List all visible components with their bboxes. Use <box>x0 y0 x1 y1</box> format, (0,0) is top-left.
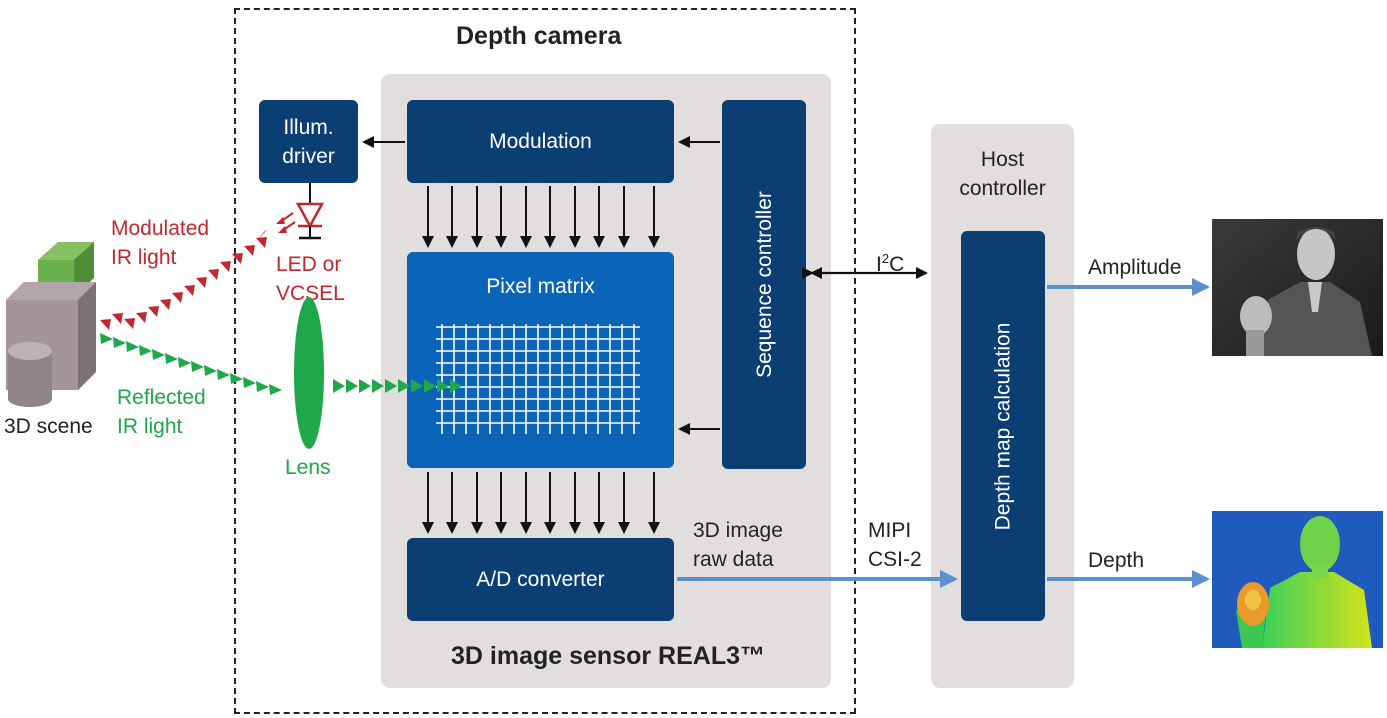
host-line-2: controller <box>959 177 1046 200</box>
modulation-to-pixel-arrows <box>422 186 660 248</box>
ad-converter-block: A/D converter <box>407 538 674 621</box>
depth-camera-title: Depth camera <box>456 22 622 50</box>
depth-camera-frame <box>234 8 856 714</box>
host-controller-label: Host controller <box>931 145 1074 203</box>
i2c-sup: 2 <box>881 251 890 266</box>
pixel-matrix-block <box>407 252 674 468</box>
raw-line-2: raw data <box>693 548 774 571</box>
lens-to-pixel-arrows <box>333 379 462 393</box>
scene-3d-icon <box>6 242 96 407</box>
modulated-ir-arrows <box>100 229 268 330</box>
scene-label: 3D scene <box>4 415 93 438</box>
modulated-ir-label: Modulated IR light <box>111 214 209 272</box>
depth-label: Depth <box>1088 549 1145 572</box>
depth-image <box>1212 511 1383 648</box>
illum-line-1: Illum. <box>283 115 334 139</box>
modulated-line-1: Modulated <box>111 217 210 240</box>
sensor-title: 3D image sensor REAL3™ <box>451 642 765 670</box>
led-line-2: VCSEL <box>276 282 345 305</box>
depth-map-block: Depth map calculation <box>961 231 1045 621</box>
sequence-controller-block: Sequence controller <box>722 100 806 469</box>
reflected-ir-label: Reflected IR light <box>117 383 206 441</box>
amplitude-image <box>1212 219 1383 356</box>
led-line-1: LED or <box>276 253 342 276</box>
mipi-line-2: CSI-2 <box>868 548 922 571</box>
illum-driver-block: Illum. driver <box>259 100 358 183</box>
mipi-label: MIPI CSI-2 <box>868 516 922 574</box>
raw-line-1: 3D image <box>693 519 783 542</box>
mipi-line-1: MIPI <box>868 519 912 542</box>
modulated-line-2: IR light <box>111 246 177 269</box>
led-vcsel-label: LED or VCSEL <box>276 250 345 308</box>
reflected-line-2: IR light <box>117 415 183 438</box>
illum-line-2: driver <box>282 144 335 168</box>
reflected-line-1: Reflected <box>117 386 206 409</box>
host-line-1: Host <box>980 148 1025 171</box>
modulation-block: Modulation <box>407 100 674 183</box>
reflected-ir-arrows <box>100 333 282 395</box>
amplitude-label: Amplitude <box>1088 256 1182 279</box>
raw-data-label: 3D image raw data <box>693 516 783 574</box>
led-diode-icon <box>276 202 325 240</box>
i2c-main: I <box>876 253 882 276</box>
pixel-to-adc-arrows <box>422 472 660 534</box>
lens-icon <box>294 297 324 449</box>
pixel-matrix-label: Pixel matrix <box>486 275 595 298</box>
lens-label: Lens <box>285 456 331 479</box>
pixel-grid <box>436 324 640 434</box>
